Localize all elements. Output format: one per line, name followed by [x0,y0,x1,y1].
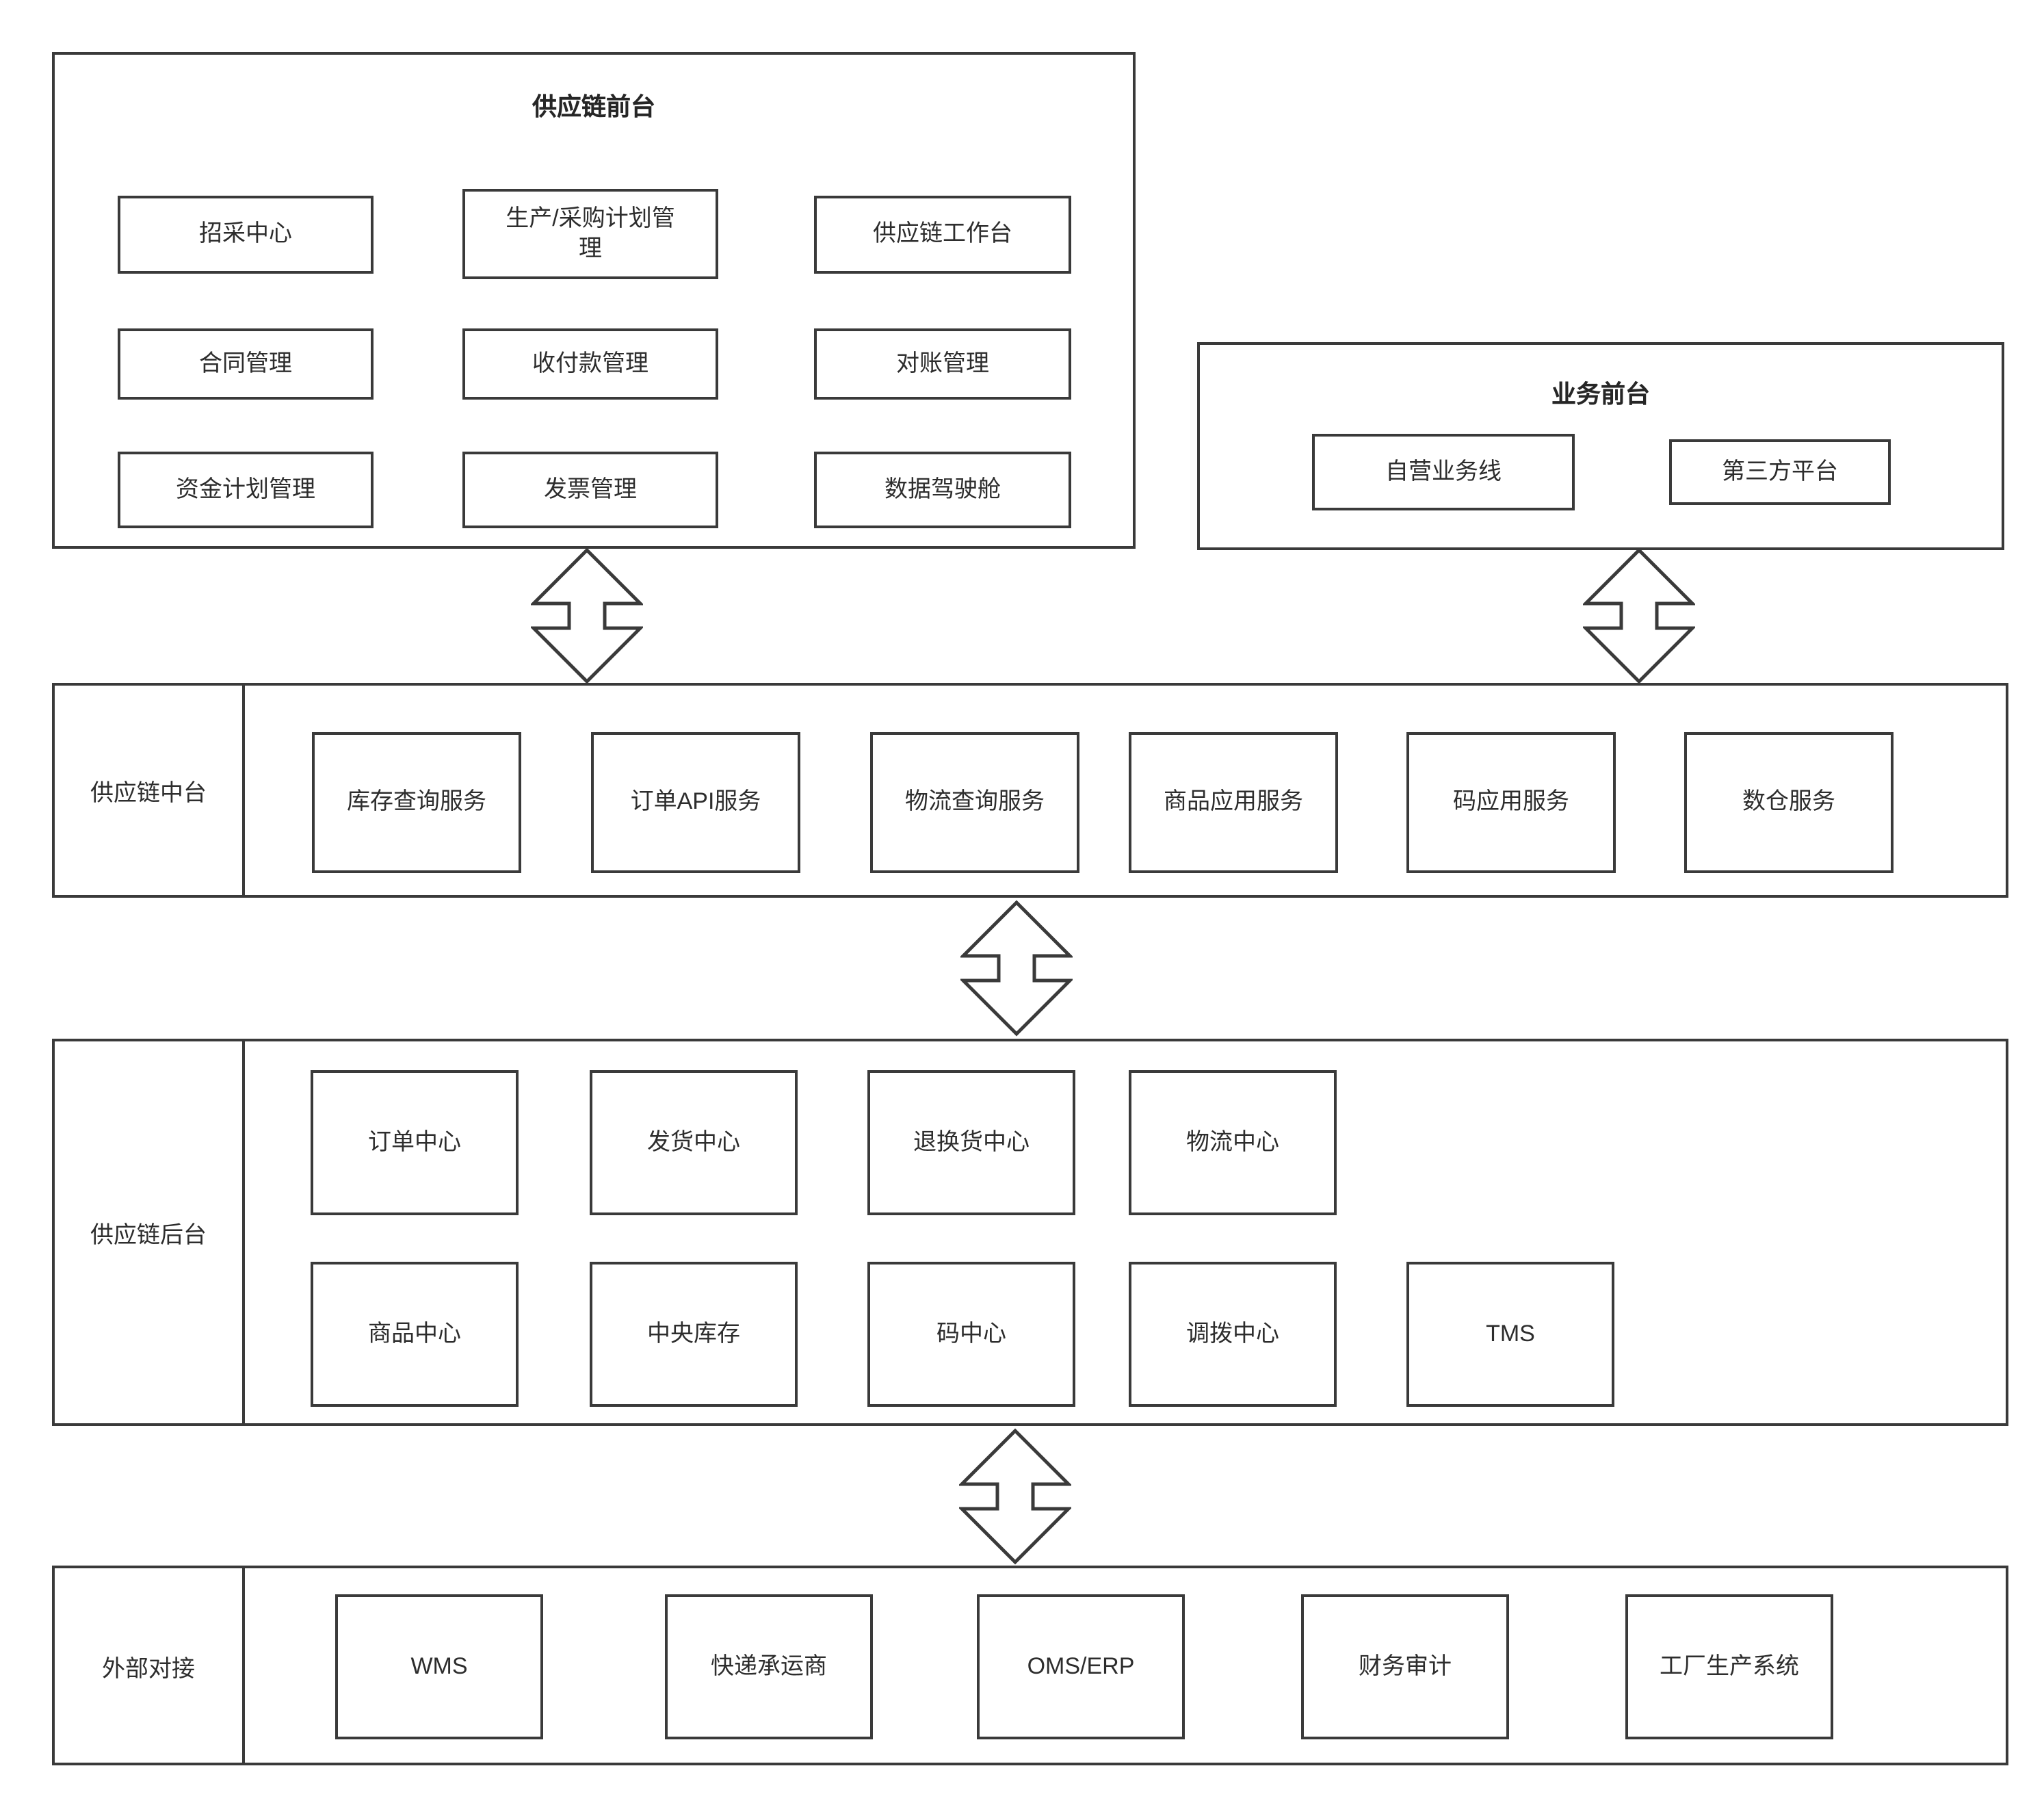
external-system: OMS/ERP [977,1594,1185,1739]
front-office-item: 供应链工作台 [814,196,1071,274]
front-office-title: 供应链前台 [532,93,655,120]
back-office-center: 码中心 [867,1262,1075,1407]
double-arrow-icon [531,549,643,683]
middle-platform-label: 供应链中台 [55,686,245,895]
front-office-item: 合同管理 [118,328,374,400]
middle-platform-service: 商品应用服务 [1129,732,1338,873]
middle-platform-band: 供应链中台 库存查询服务 订单API服务 物流查询服务 商品应用服务 码应用服务… [52,683,2008,898]
double-arrow-icon [959,1428,1071,1565]
business-front-panel: 业务前台 自营业务线 第三方平台 [1197,342,2004,550]
external-band: 外部对接 WMS 快递承运商 OMS/ERP 财务审计 工厂生产系统 [52,1566,2008,1765]
back-office-center: 商品中心 [311,1262,519,1407]
back-office-band: 供应链后台 订单中心 发货中心 退换货中心 物流中心 商品中心 中央库存 码中心… [52,1039,2008,1426]
front-office-item: 资金计划管理 [118,452,374,528]
double-arrow-icon [1583,549,1695,683]
external-label: 外部对接 [55,1568,245,1763]
business-front-item: 自营业务线 [1312,434,1575,510]
front-office-item: 数据驾驶舱 [814,452,1071,528]
front-office-item: 发票管理 [462,452,718,528]
middle-platform-service: 订单API服务 [591,732,800,873]
back-office-label: 供应链后台 [55,1041,245,1423]
external-system: WMS [335,1594,543,1739]
business-front-title: 业务前台 [1551,380,1650,408]
back-office-center: 发货中心 [590,1070,798,1215]
front-office-item: 对账管理 [814,328,1071,400]
front-office-panel: 供应链前台 招采中心 生产/采购计划管理 供应链工作台 合同管理 收付款管理 对… [52,52,1136,549]
front-office-item: 生产/采购计划管理 [462,189,718,279]
back-office-center: 中央库存 [590,1262,798,1407]
middle-platform-service: 库存查询服务 [312,732,521,873]
external-system: 工厂生产系统 [1625,1594,1833,1739]
external-system: 财务审计 [1301,1594,1509,1739]
back-office-center: 调拨中心 [1129,1262,1337,1407]
back-office-center: 物流中心 [1129,1070,1337,1215]
middle-platform-service: 物流查询服务 [870,732,1079,873]
middle-platform-service: 数仓服务 [1684,732,1894,873]
back-office-center: 订单中心 [311,1070,519,1215]
double-arrow-icon [960,900,1073,1037]
back-office-center: 退换货中心 [867,1070,1075,1215]
front-office-item: 收付款管理 [462,328,718,400]
back-office-center: TMS [1406,1262,1614,1407]
business-front-item: 第三方平台 [1669,439,1891,505]
external-system: 快递承运商 [665,1594,873,1739]
front-office-item: 招采中心 [118,196,374,274]
middle-platform-service: 码应用服务 [1406,732,1616,873]
